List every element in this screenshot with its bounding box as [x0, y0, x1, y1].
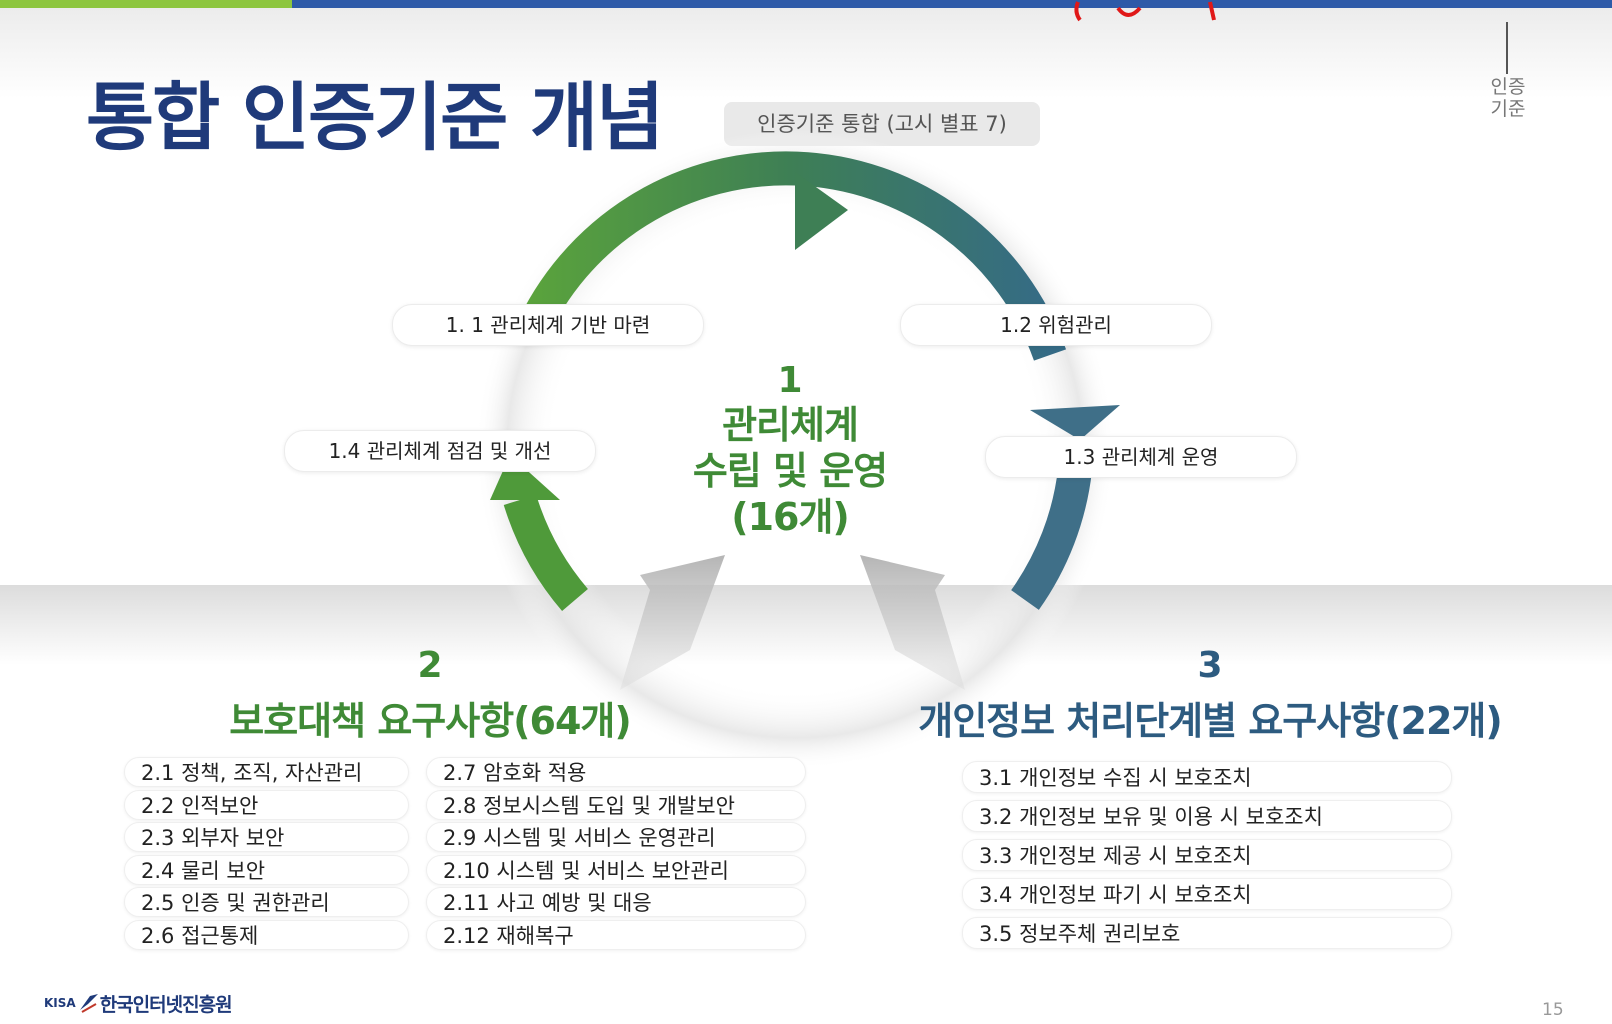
halo-ring — [475, 130, 1115, 770]
top-accent-bar-green — [0, 0, 292, 8]
side-label: 인증 기준 — [1490, 76, 1526, 120]
section-2-item: 2.6 접근통제 — [124, 920, 409, 950]
section-2-item: 2.10 시스템 및 서비스 보안관리 — [426, 855, 806, 885]
cycle-arc-right — [1011, 467, 1092, 610]
cycle-arc-left — [503, 494, 589, 612]
gray-arrow-right — [860, 555, 965, 690]
header-background — [0, 8, 1612, 98]
center-line-1: 관리체계 — [722, 403, 859, 447]
logo-org-name: 한국인터넷진흥원 — [99, 993, 233, 1016]
section-2-item: 2.8 정보시스템 도입 및 개발보안 — [426, 790, 806, 820]
section-2-item: 2.4 물리 보안 — [124, 855, 409, 885]
arrowhead-top — [795, 172, 848, 250]
center-line-2: 수립 및 운영 — [692, 449, 888, 493]
section-3-title: 개인정보 처리단계별 요구사항(22개) — [918, 699, 1503, 743]
kisa-swoosh-icon — [79, 994, 98, 1013]
page-number: 15 — [1542, 1000, 1564, 1020]
gray-arrow-left — [620, 555, 725, 690]
section-2-item: 2.12 재해복구 — [426, 920, 806, 950]
section-2-item: 2.7 암호화 적용 — [426, 757, 806, 787]
section-3-item: 3.3 개인정보 제공 시 보호조치 — [962, 839, 1452, 871]
section-2-item: 2.3 외부자 보안 — [124, 822, 409, 852]
section-2-title: 보호대책 요구사항(64개) — [229, 699, 632, 743]
kisa-logo: KISA 한국인터넷진흥원 — [44, 988, 233, 1018]
section-3-number: 3 — [1197, 645, 1223, 686]
section-2-item: 2.2 인적보안 — [124, 790, 409, 820]
center-number: 1 — [777, 360, 803, 401]
arrowhead-right — [1030, 405, 1120, 440]
cycle-center-label: 1 관리체계 수립 및 운영 (16개) — [640, 360, 940, 540]
red-annotation-mark — [1074, 1, 1216, 22]
slide-title: 통합 인증기준 개념 — [86, 75, 664, 161]
section-2-item: 2.11 사고 예방 및 대응 — [426, 887, 806, 917]
logo-kisa-text: KISA — [44, 996, 76, 1010]
section-3-item: 3.4 개인정보 파기 시 보호조치 — [962, 878, 1452, 910]
section-2-item: 2.1 정책, 조직, 자산관리 — [124, 757, 409, 787]
top-accent-bar-blue — [292, 0, 1612, 8]
cycle-arc-top — [514, 151, 1067, 361]
section-2-item: 2.9 시스템 및 서비스 운영관리 — [426, 822, 806, 852]
section-2-item: 2.5 인증 및 권한관리 — [124, 887, 409, 917]
cycle-step-1-4: 1.4 관리체계 점검 및 개선 — [284, 430, 596, 472]
section-2-number: 2 — [417, 645, 443, 686]
section-3-item: 3.2 개인정보 보유 및 이용 시 보호조치 — [962, 800, 1452, 832]
section-3-item: 3.5 정보주체 권리보호 — [962, 917, 1452, 949]
section-3-item: 3.1 개인정보 수집 시 보호조치 — [962, 761, 1452, 793]
cycle-step-1-1: 1. 1 관리체계 기반 마련 — [392, 304, 704, 346]
side-divider — [1506, 22, 1508, 74]
cycle-step-1-2: 1.2 위험관리 — [900, 304, 1212, 346]
center-line-3: (16개) — [731, 495, 850, 539]
cycle-step-1-3: 1.3 관리체계 운영 — [985, 436, 1297, 478]
